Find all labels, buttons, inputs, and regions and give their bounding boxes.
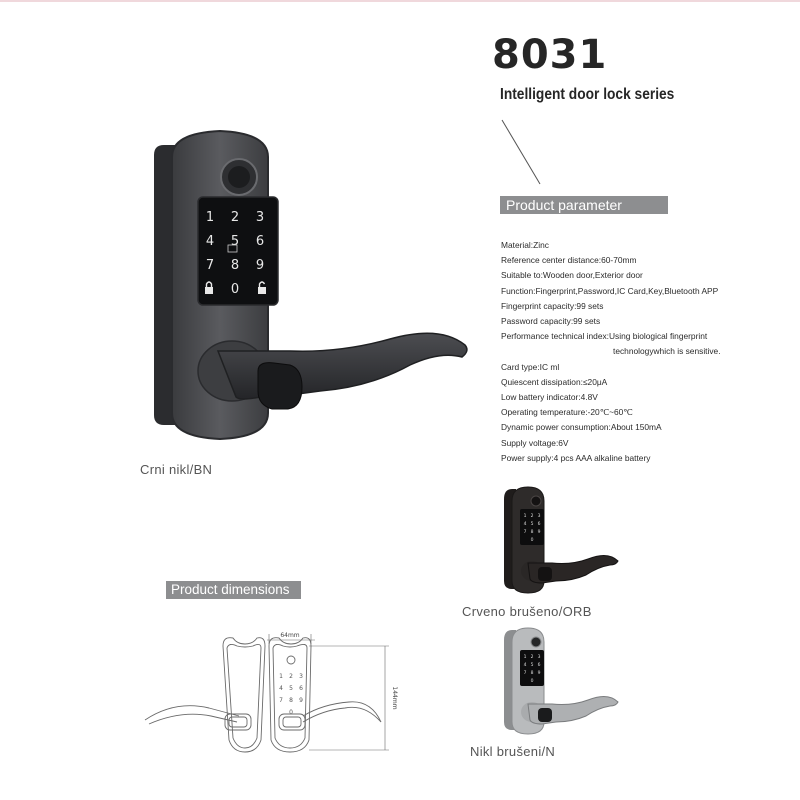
keypad-key-5: 5	[531, 662, 534, 668]
keypad-key-8: 8	[531, 670, 534, 676]
spec-line: Quiescent dissipation:≤20μA	[501, 376, 608, 387]
spec-line: Supply voltage:6V	[501, 437, 569, 448]
keypad-key-7: 7	[206, 258, 214, 273]
spec-list: Material:Zinc Reference center distance:…	[501, 238, 721, 466]
keypad-key-4: 4	[524, 662, 527, 668]
keypad-key-0: 0	[231, 282, 239, 297]
spec-line: Function:Fingerprint,Password,IC Card,Ke…	[501, 285, 719, 296]
keypad-key-8: 8	[289, 697, 293, 704]
unlock-icon	[258, 281, 266, 294]
spec-line: Card type:IC ml	[501, 361, 560, 372]
spec-line: Performance technical index:Using biolog…	[501, 331, 708, 342]
keypad-key-3: 3	[538, 654, 541, 660]
height-dimension-label: 144mm	[391, 686, 398, 709]
spec-line: Reference center distance:60-70mm	[501, 255, 637, 266]
keypad-key-3: 3	[299, 673, 303, 680]
keypad-key-6: 6	[538, 521, 541, 527]
keypad-key-5: 5	[289, 685, 293, 692]
keypad-key-9: 9	[299, 697, 303, 704]
keypad-key-8: 8	[531, 529, 534, 535]
decorative-diagonal-line	[501, 119, 541, 185]
spec-line: Dynamic power consumption:About 150mA	[501, 422, 662, 433]
keypad-key-1: 1	[524, 513, 527, 519]
keypad-key-6: 6	[538, 662, 541, 668]
keypad-key-0: 0	[531, 678, 534, 684]
model-number: 8031	[492, 32, 608, 78]
keypad-key-1: 1	[206, 210, 214, 225]
top-border	[0, 0, 800, 2]
keypad-key-1: 1	[279, 673, 283, 680]
product-parameter-heading: Product parameter	[500, 196, 668, 214]
finish-label-bn: Crni nikl/BN	[140, 462, 213, 477]
width-dimension-label: 64mm	[280, 632, 299, 639]
keypad-key-0: 0	[289, 709, 293, 716]
keypad-key-5: 5	[531, 521, 534, 527]
main-lock-image: 1 2 3 4 5 6 7 8 9 0	[154, 129, 468, 441]
keypad-panel	[197, 196, 279, 306]
keypad-key-4: 4	[524, 521, 527, 527]
keypad-key-7: 7	[279, 697, 283, 704]
spec-line: Material:Zinc	[501, 240, 549, 250]
spec-line: Low battery indicator:4.8V	[501, 392, 598, 403]
series-title: Intelligent door lock series	[500, 86, 675, 103]
fingerprint-sensor-icon	[220, 158, 258, 196]
keypad-key-2: 2	[531, 513, 534, 519]
card-reader-icon	[227, 244, 238, 253]
finish-label-orb: Crveno brušeno/ORB	[462, 604, 592, 619]
keypad-key-4: 4	[279, 685, 283, 692]
keypad-key-0: 0	[531, 537, 534, 543]
keypad-key-5: 5	[231, 234, 239, 249]
keypad-key-2: 2	[289, 673, 293, 680]
product-dimensions-heading: Product dimensions	[166, 581, 301, 599]
spec-line: Operating temperature:-20℃~60℃	[501, 407, 633, 418]
keypad-key-9: 9	[256, 258, 264, 273]
keypad-key-9: 9	[538, 670, 541, 676]
keypad-key-3: 3	[256, 210, 264, 225]
finish-label-nickel: Nikl brušeni/N	[470, 744, 556, 759]
lock-icon	[205, 281, 213, 294]
spec-line: Fingerprint capacity:99 sets	[501, 300, 604, 311]
spec-line: Password capacity:99 sets	[501, 316, 601, 327]
keypad-key-1: 1	[524, 654, 527, 660]
keypad-key-8: 8	[231, 258, 239, 273]
keypad-key-3: 3	[538, 513, 541, 519]
keypad-key-4: 4	[206, 234, 214, 249]
keypad-key-6: 6	[299, 685, 303, 692]
keypad-key-9: 9	[538, 529, 541, 535]
spec-line: Suitable to:Wooden door,Exterior door	[501, 270, 643, 281]
keypad-key-7: 7	[524, 670, 527, 676]
keypad-key-6: 6	[256, 234, 264, 249]
keypad-key-7: 7	[524, 529, 527, 535]
spec-line-continued: technologywhich is sensitive.	[613, 346, 721, 357]
spec-line: Power supply:4 pcs AAA alkaline battery	[501, 452, 651, 463]
keypad-key-2: 2	[231, 210, 239, 225]
keypad-key-2: 2	[531, 654, 534, 660]
